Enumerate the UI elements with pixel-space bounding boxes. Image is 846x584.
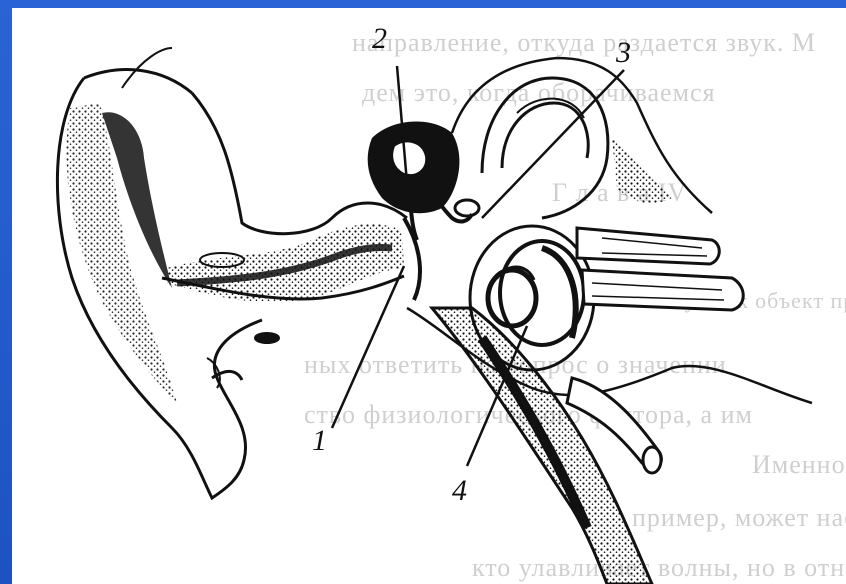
slide-canvas: направление, откуда раздается звук. М де…	[12, 8, 846, 584]
label-4: 4	[452, 476, 467, 506]
bone-shading	[612, 138, 672, 203]
eustachian-tube	[432, 308, 652, 584]
label-1: 1	[312, 426, 327, 456]
auditory-nerve	[577, 228, 743, 310]
label-2: 2	[372, 24, 387, 54]
pointer-line-3	[482, 70, 624, 218]
ear-anatomy-diagram	[12, 8, 846, 584]
eardrum	[404, 218, 420, 300]
label-3: 3	[616, 38, 631, 68]
